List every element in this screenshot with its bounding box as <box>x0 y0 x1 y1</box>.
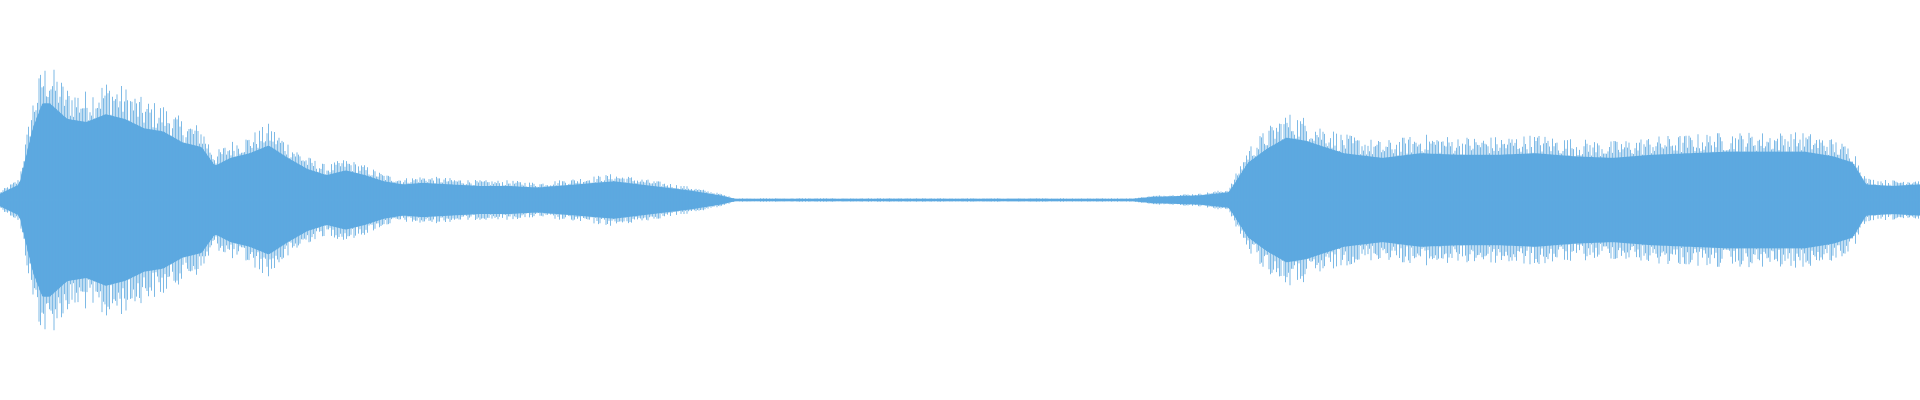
waveform-bars <box>0 69 1920 331</box>
